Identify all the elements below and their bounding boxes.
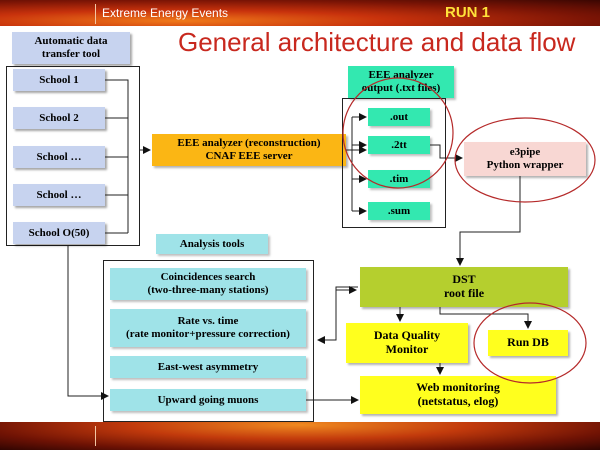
analysis-tools-label: Analysis tools (156, 234, 268, 254)
header-project-name: Extreme Energy Events (102, 6, 229, 20)
banner-divider (95, 426, 96, 446)
school-box: School … (13, 146, 105, 168)
analysis-tools-frame (103, 260, 314, 422)
eee-analyzer-box: EEE analyzer (reconstruction) CNAF EEE s… (152, 134, 346, 166)
analysis-tool-box: Upward going muons (110, 389, 306, 411)
analysis-tool-box: Coincidences search (two-three-many stat… (110, 268, 306, 300)
run-db-box: Run DB (488, 330, 568, 356)
output-file-box: .out (368, 108, 430, 126)
analysis-tool-box: East-west asymmetry (110, 356, 306, 378)
top-banner (0, 0, 600, 26)
schools-to-web-arrow (67, 246, 109, 400)
output-file-box: .tim (368, 170, 430, 188)
e3pipe-box: e3pipe Python wrapper (464, 142, 586, 176)
highlight-ellipse (342, 77, 454, 189)
highlight-ellipse (473, 302, 587, 384)
school-box: School … (13, 184, 105, 206)
school-box: School 2 (13, 107, 105, 129)
slide-title: General architecture and data flow (178, 27, 576, 57)
dst-box: DST root file (360, 267, 568, 307)
header-run-label: RUN 1 (445, 4, 491, 21)
highlight-ellipse (454, 117, 596, 203)
output-to-e3pipe-arrow (430, 144, 463, 162)
school-connector (105, 79, 129, 233)
banner-divider (95, 4, 96, 24)
output-files-frame (342, 98, 446, 228)
transfer-tool-box: Automatic data transfer tool (12, 32, 130, 64)
e3pipe-to-dst-arrow (456, 176, 521, 266)
bottom-banner (0, 422, 600, 450)
school-box: School O(50) (13, 222, 105, 244)
dst-to-rundb-arrow (439, 307, 532, 329)
dst-to-analysis-arrow (317, 286, 358, 344)
data-quality-monitor-box: Data Quality Monitor (346, 323, 468, 363)
school-box: School 1 (13, 69, 105, 91)
analysis-tool-box: Rate vs. time (rate monitor+pressure cor… (110, 309, 306, 347)
output-file-box: .sum (368, 202, 430, 220)
schools-frame (6, 66, 140, 246)
output-file-box: .2tt (368, 136, 430, 154)
